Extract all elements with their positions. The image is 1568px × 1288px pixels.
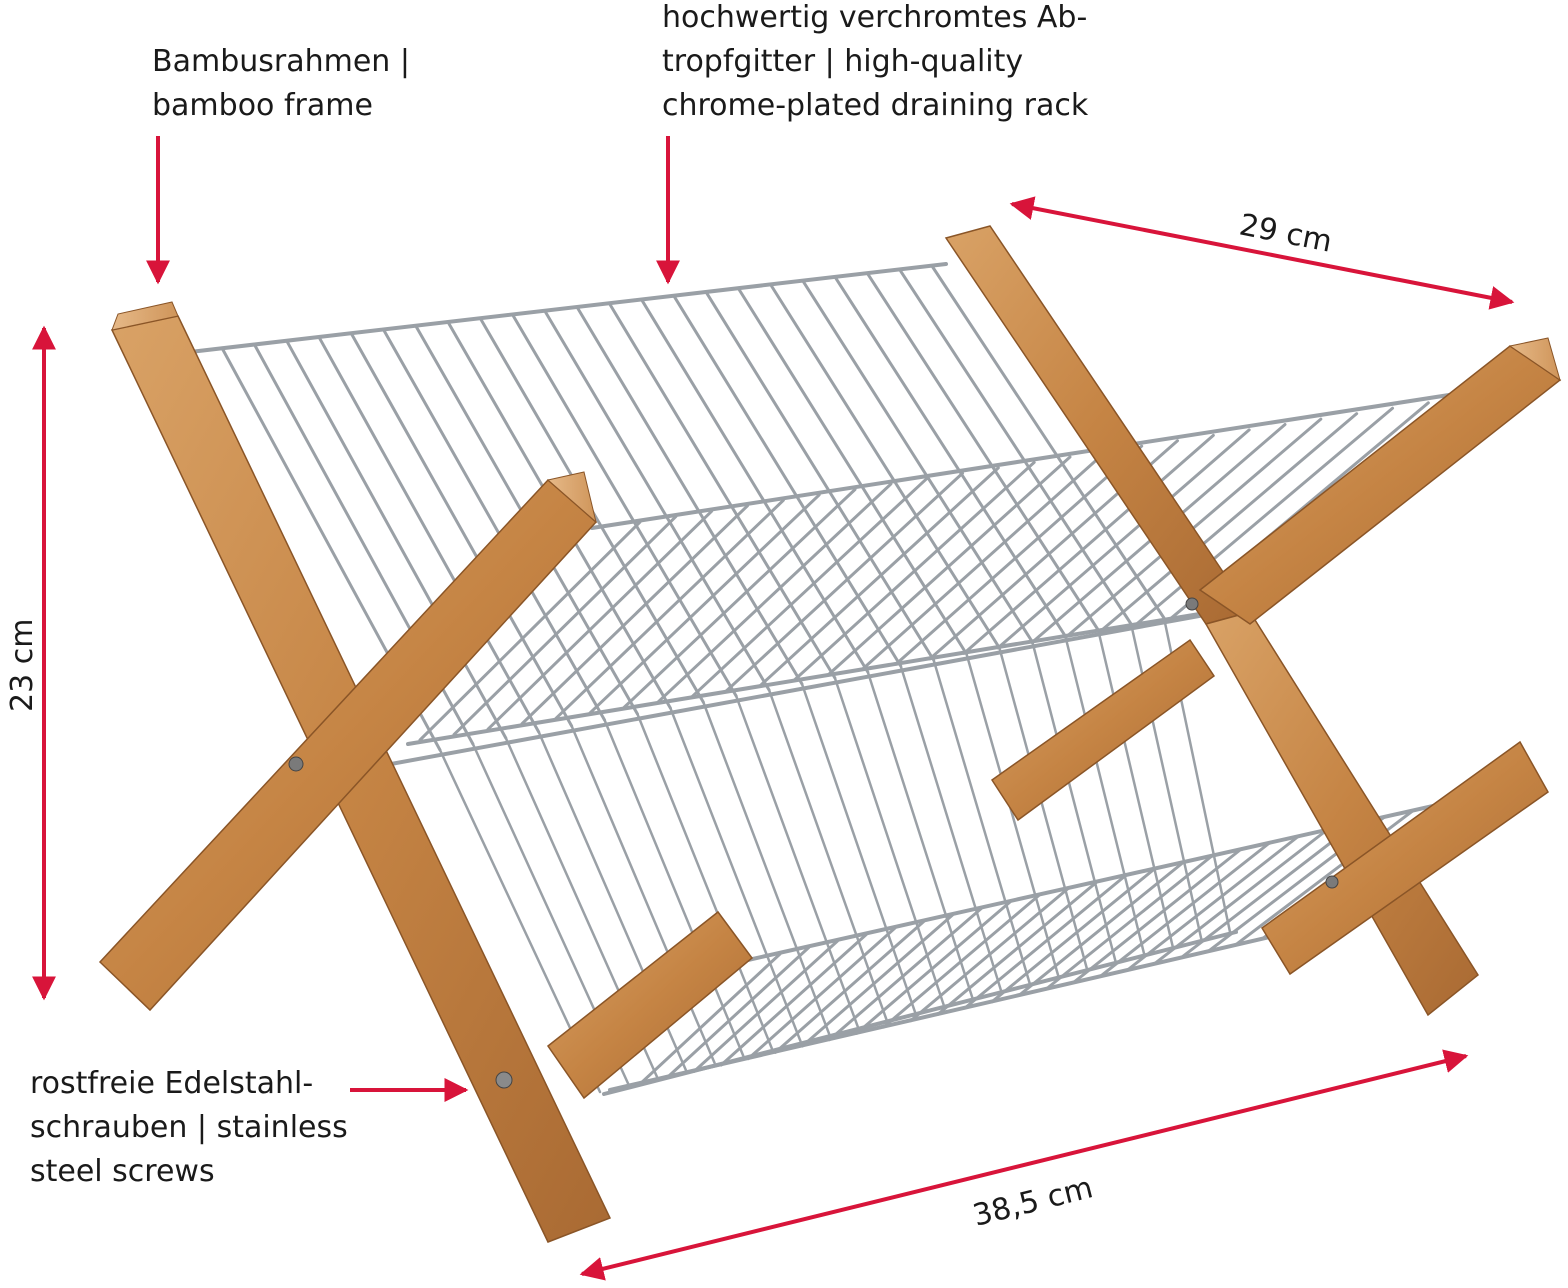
bamboo-foot-right: [1260, 740, 1549, 976]
chrome-wire: [702, 700, 831, 1036]
chrome-wire: [734, 694, 859, 1028]
chrome-wire: [1126, 835, 1299, 972]
chrome-wire: [1044, 855, 1213, 991]
chrome-wire: [575, 305, 804, 686]
bamboo-crossbar-left: [98, 471, 598, 1012]
chrome-wire: [773, 920, 926, 1054]
chrome-wire: [758, 466, 1000, 688]
chrome-wire: [704, 290, 936, 662]
chrome-wire: [826, 455, 1072, 677]
chrome-wire: [998, 646, 1089, 970]
chrome-wire: [1180, 822, 1357, 959]
chrome-wire-grid: [188, 262, 1522, 1096]
chrome-wire: [936, 881, 1098, 1016]
chrome-wire: [736, 286, 969, 656]
chrome-wire: [640, 298, 870, 674]
chrome-wire: [378, 612, 1212, 768]
chrome-wire: [962, 433, 1215, 655]
chrome-wire: [636, 712, 774, 1050]
chrome-wire: [746, 926, 897, 1061]
chrome-wire: [486, 509, 714, 731]
chrome-wire: [656, 482, 893, 704]
chrome-wire: [1031, 640, 1117, 963]
chrome-wire: [510, 312, 738, 698]
chrome-wire: [349, 331, 574, 728]
chrome-wire: [769, 283, 1001, 650]
chrome-wire: [690, 477, 929, 699]
chrome-wire: [672, 294, 903, 668]
chrome-wire: [767, 688, 888, 1021]
chrome-wire: [603, 718, 745, 1057]
chrome-wire: [963, 874, 1127, 1010]
chrome-wire: [724, 471, 964, 693]
chrome-wire: [543, 309, 771, 692]
chrome-wire: [894, 444, 1144, 666]
chrome-wire: [669, 706, 802, 1043]
chrome-wire: [1071, 848, 1242, 985]
screws-label: rostfreie Edelstahl- schrauben | stainle…: [30, 1066, 348, 1189]
chrome-wire: [882, 894, 1041, 1029]
chrome-wire: [1017, 861, 1184, 997]
chrome-wire: [1096, 628, 1174, 948]
chrome-wire: [1098, 842, 1271, 978]
chrome-wire: [833, 275, 1067, 638]
dimension-width-label: 38,5 cm: [969, 1170, 1096, 1233]
chrome-wire: [418, 520, 642, 742]
chrome-wire: [801, 279, 1034, 644]
chrome-wire: [866, 670, 974, 999]
chrome-wire: [1132, 406, 1394, 628]
chrome-wire: [719, 933, 868, 1067]
dimension-arrow-width: [579, 1049, 1469, 1281]
chrome-wire: [833, 676, 945, 1006]
chrome-wire: [792, 460, 1036, 682]
chrome-wire: [590, 382, 1522, 530]
chrome-wire: [828, 907, 983, 1042]
chrome-wire: [188, 262, 948, 354]
chrome-wire: [996, 428, 1251, 650]
annotation-arrows: [32, 136, 1515, 1281]
chrome-wire: [607, 301, 837, 680]
dimension-arrow-depth: [1009, 196, 1515, 310]
chrome-wire: [909, 887, 1069, 1023]
chrome-wire: [381, 327, 607, 722]
chrome-wire: [554, 498, 785, 720]
screw-icons: [288, 597, 1339, 1089]
chrome-wire: [899, 664, 1003, 992]
chrome-wire: [965, 652, 1060, 977]
chrome-wire: [932, 658, 1031, 985]
chrome-wire: [855, 900, 1012, 1035]
chrome-wire: [452, 515, 678, 737]
chrome-wire: [588, 493, 821, 715]
chrome-wire: [1064, 634, 1146, 956]
chrome-wire: [801, 913, 954, 1048]
chrome-wire: [930, 264, 1166, 620]
bamboo-crossbar-right: [990, 337, 1562, 822]
chrome-wire: [800, 682, 917, 1014]
chrome-wire: [865, 271, 1100, 632]
chrome-wire: [990, 868, 1156, 1004]
chrome-wire: [622, 488, 857, 709]
chrome-wire: [1153, 829, 1328, 966]
chrome-wire: [317, 335, 541, 734]
dimension-height-label: 23 cm: [5, 619, 40, 712]
chrome-wire: [1098, 412, 1359, 634]
bamboo-frame-label: Bambusrahmen | bamboo frame: [152, 44, 410, 123]
chrome-wire: [285, 339, 508, 740]
chrome-wire: [860, 450, 1108, 672]
chrome-wire: [520, 504, 749, 726]
chrome-rack-label: hochwertig verchromtes Ab- tropfgitter |…: [662, 0, 1089, 123]
